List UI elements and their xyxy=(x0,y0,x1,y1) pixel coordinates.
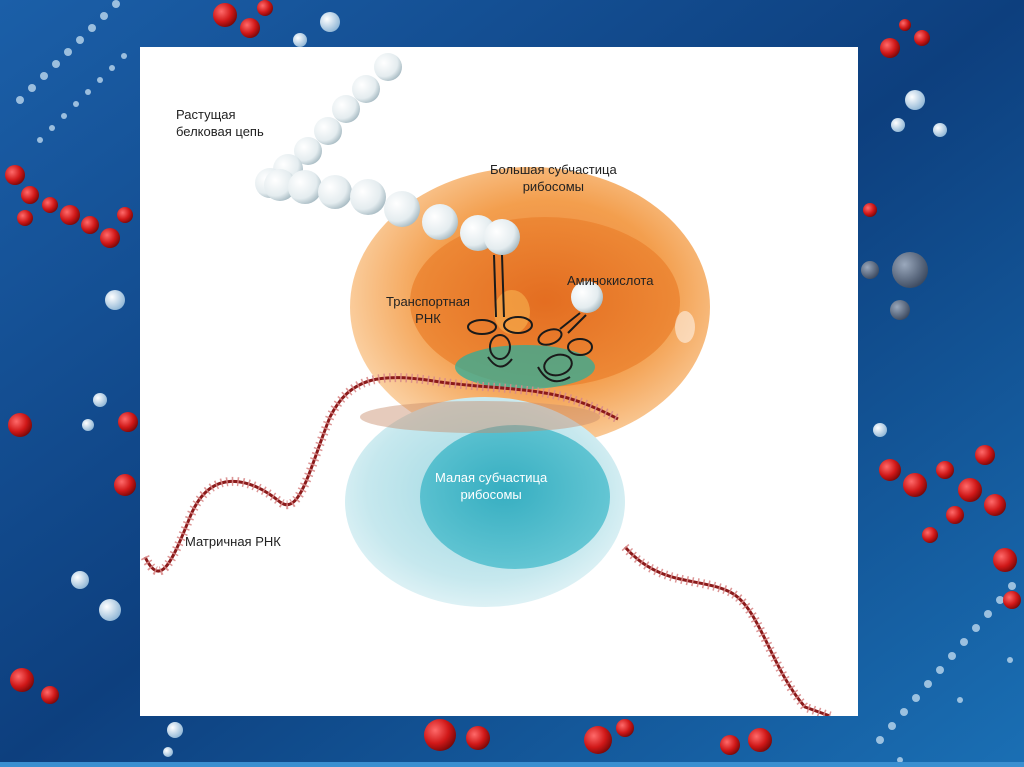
ribosome-diagram xyxy=(140,53,832,716)
label-large-subunit: Большая субчастица рибосомы xyxy=(490,162,617,194)
trna-molecules xyxy=(467,254,593,383)
label-protein-chain: Растущая белковая цепь xyxy=(176,107,264,139)
red-molecules xyxy=(5,0,1021,755)
label-small-subunit: Малая субчастица рибосомы xyxy=(435,470,548,502)
mrna-strand xyxy=(140,373,832,716)
amino-acid-bead xyxy=(571,281,603,313)
label-transport-rna: Транспортная РНК xyxy=(386,294,470,326)
protein-chain xyxy=(255,53,520,255)
trna-site xyxy=(455,290,595,389)
dna-strand-left xyxy=(16,0,127,143)
label-amino-acid: Аминокислота xyxy=(567,273,654,288)
white-molecules xyxy=(71,12,947,757)
label-matrix-rna: Матричная РНК xyxy=(185,534,281,549)
small-subunit xyxy=(345,397,625,607)
diagram-panel: Растущая белковая цепь Большая субчастиц… xyxy=(140,47,858,716)
dna-strand-right xyxy=(876,582,1016,763)
